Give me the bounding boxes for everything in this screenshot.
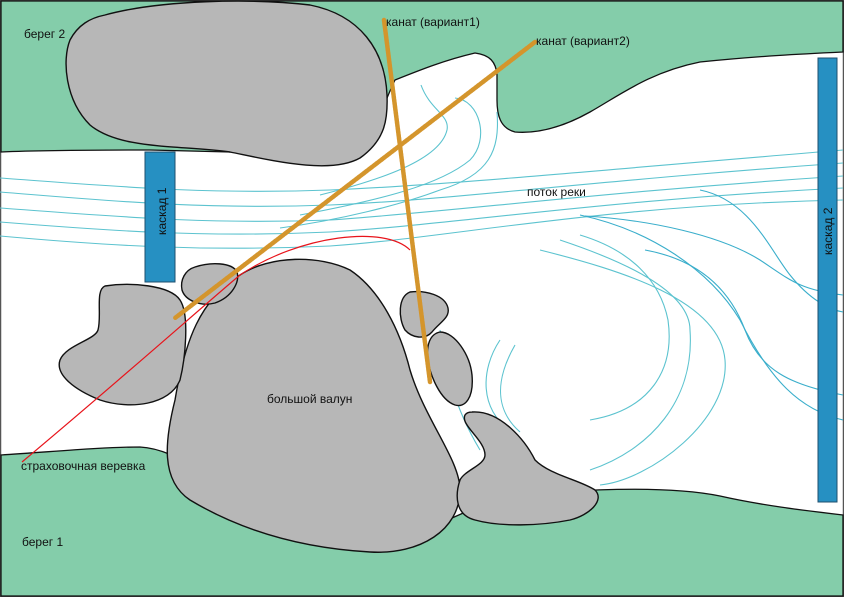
top-boulder (65, 0, 388, 167)
big-boulder (166, 258, 461, 553)
rope-variant-2-label: канат (вариант2) (536, 34, 630, 48)
bank-1-label: берег 1 (22, 535, 63, 549)
flow-line (0, 162, 844, 207)
flow-line (500, 344, 521, 433)
cascade-2 (817, 57, 838, 503)
rope-variant-2 (172, 39, 538, 321)
river-flow-label: поток реки (527, 185, 586, 199)
flow-line (0, 187, 844, 235)
flow-line (279, 111, 499, 229)
flow-line (559, 239, 691, 471)
safety-rope-label: страховочная веревка (21, 459, 146, 473)
flow-line (539, 249, 726, 486)
small-rock-left (58, 283, 187, 406)
rope-variant-1-label: канат (вариант1) (386, 15, 480, 29)
flow-line (584, 215, 844, 296)
cascade-1-label: каскад 1 (155, 187, 169, 235)
rope-variant-1 (381, 17, 433, 385)
cascade-2-label: каскад 2 (821, 207, 835, 255)
flow-line (579, 214, 844, 421)
bank-2-label: берег 2 (24, 27, 65, 41)
flow-line (0, 199, 844, 249)
safety-rope (21, 235, 411, 463)
small-rock-upper (180, 263, 239, 305)
river-flow-lines (0, 84, 844, 486)
flow-line (319, 84, 448, 196)
hook-rock (456, 411, 599, 526)
flow-line (579, 234, 670, 421)
cascade-1 (144, 151, 176, 283)
flow-line (299, 97, 482, 216)
big-boulder-label: большой валун (267, 392, 352, 406)
flow-line (0, 175, 844, 222)
small-rock-right-1 (399, 290, 449, 338)
